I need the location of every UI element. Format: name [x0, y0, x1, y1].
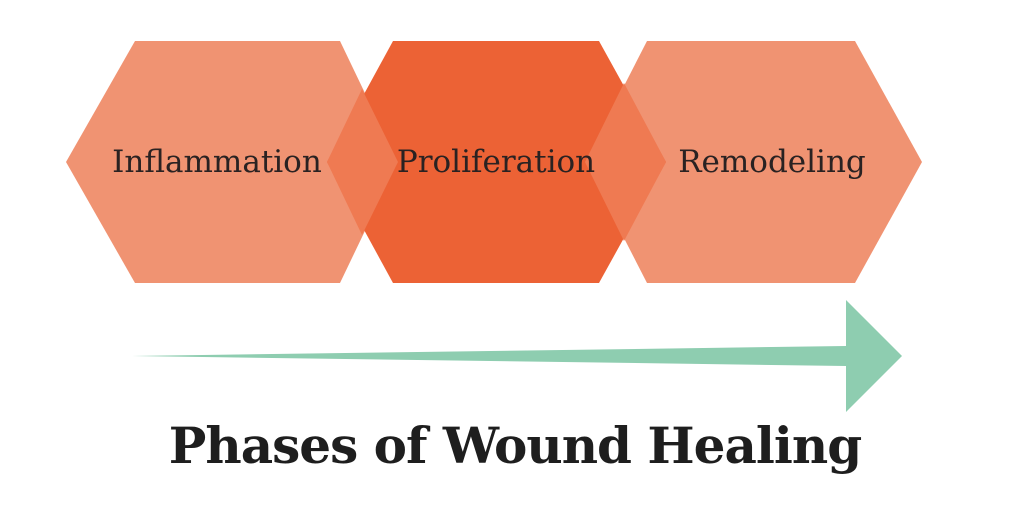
- diagram-title: Phases of Wound Healing: [169, 416, 861, 475]
- progression-arrow: [132, 300, 902, 412]
- phase-label-proliferation: Proliferation: [397, 144, 595, 180]
- overlap-inflammation-proliferation: [327, 89, 398, 235]
- hexagon-inflammation: [66, 41, 398, 283]
- hexagon-remodeling: [585, 41, 922, 283]
- hexagon-proliferation: [327, 41, 666, 283]
- overlap-proliferation-remodeling: [585, 83, 666, 241]
- phase-label-inflammation: Inflammation: [112, 144, 322, 180]
- phase-label-remodeling: Remodeling: [678, 144, 866, 180]
